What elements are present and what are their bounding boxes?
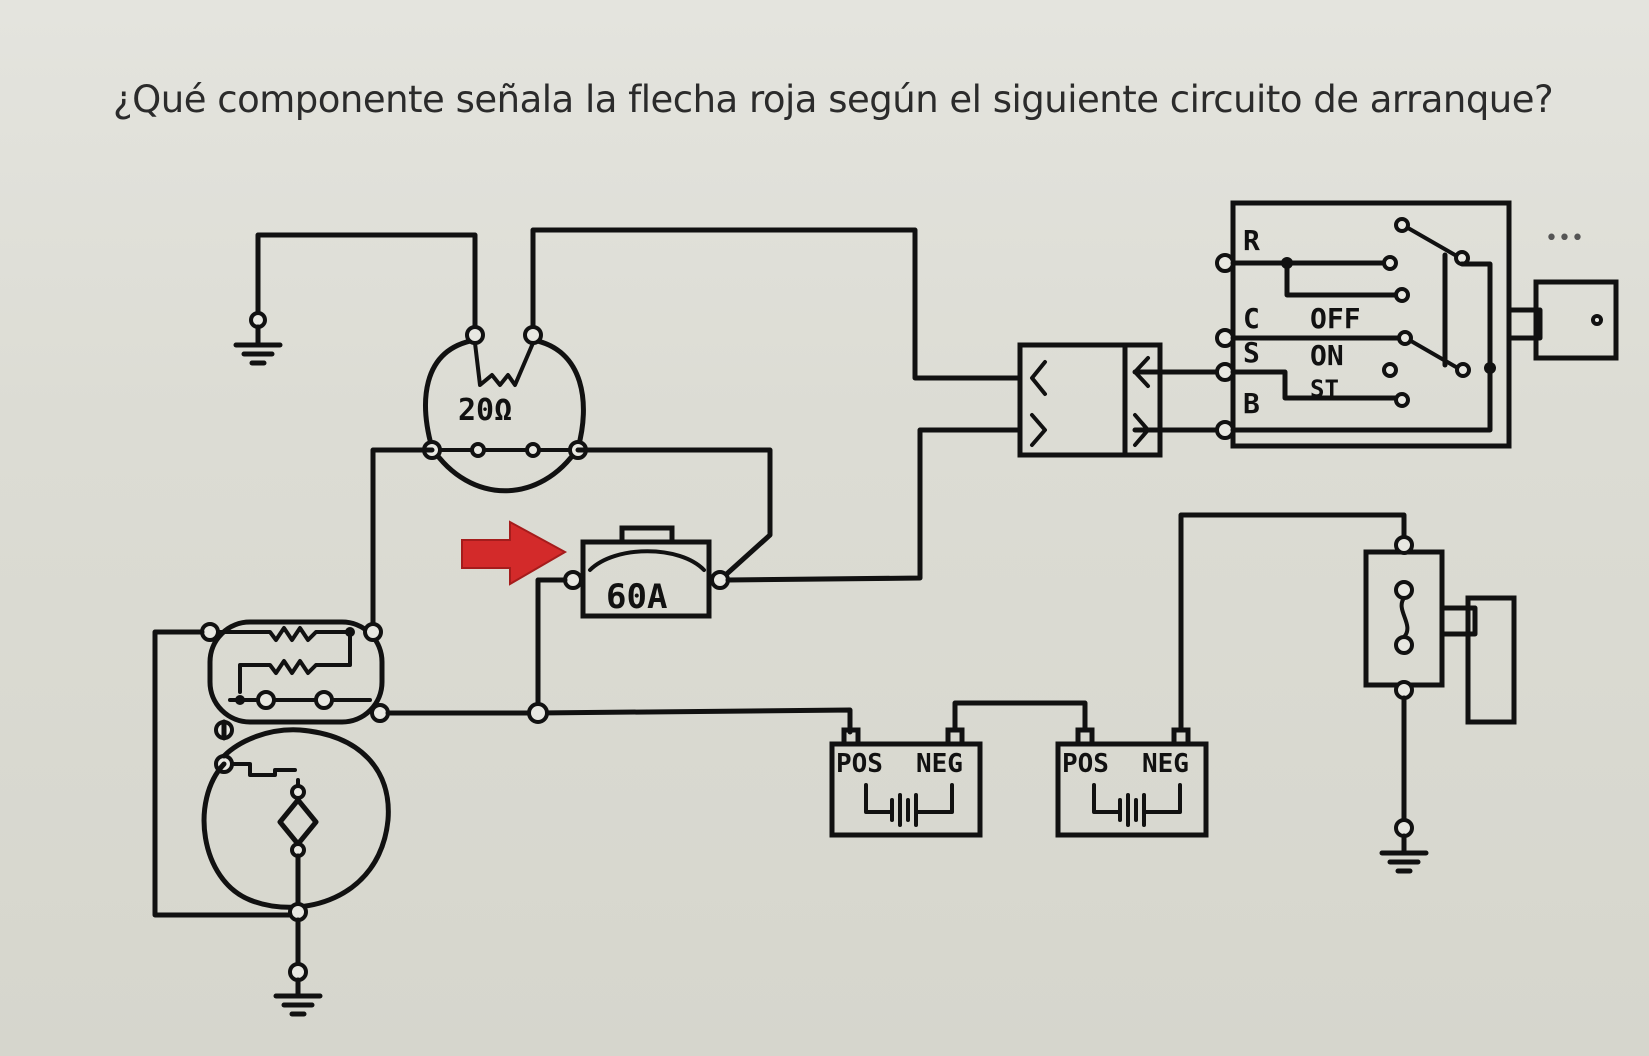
red-arrow-icon — [461, 520, 568, 586]
fuse-label: 60A — [606, 577, 667, 617]
wire-fuse-to-node — [535, 577, 568, 716]
question-text: ¿Qué componente señala la flecha roja se… — [113, 78, 1554, 121]
starter-motor — [200, 619, 391, 922]
position-off: OFF — [1310, 302, 1361, 335]
battery1-pos: POS — [836, 749, 883, 779]
more-menu-icon[interactable]: ••• — [1545, 226, 1584, 251]
position-on: ON — [1310, 339, 1344, 372]
resistor-label: 20Ω — [458, 393, 512, 428]
safety-switch — [1363, 535, 1517, 874]
wire-resistor-right — [575, 447, 773, 583]
wire-resistor-to-connector — [530, 227, 1023, 381]
wire-battery-link — [952, 700, 1088, 733]
wire-battery-to-switch — [1178, 512, 1407, 733]
terminal-r: R — [1243, 224, 1260, 257]
wire-fuse-to-connector — [725, 427, 1023, 583]
battery-2: POS NEG — [1055, 727, 1209, 838]
terminal-s: S — [1243, 336, 1260, 369]
wire-motor-to-battery — [385, 707, 853, 735]
ground-wire-top — [233, 232, 478, 366]
battery-1: POS NEG — [829, 727, 983, 838]
terminal-c: C — [1243, 302, 1260, 335]
battery2-neg: NEG — [1142, 749, 1189, 779]
terminal-b: B — [1243, 387, 1260, 420]
battery1-neg: NEG — [916, 749, 963, 779]
ignition-switch: R C S B OFF ON ST — [1215, 200, 1619, 449]
connector-block — [1017, 342, 1223, 458]
resistor-20-ohm: 20Ω — [422, 325, 588, 494]
battery2-pos: POS — [1062, 749, 1109, 779]
wire-resistor-left — [370, 447, 435, 631]
ground-bottom-left — [273, 917, 323, 1017]
wire-motor-loop — [152, 629, 293, 918]
fuse-60a: 60A — [563, 525, 730, 619]
